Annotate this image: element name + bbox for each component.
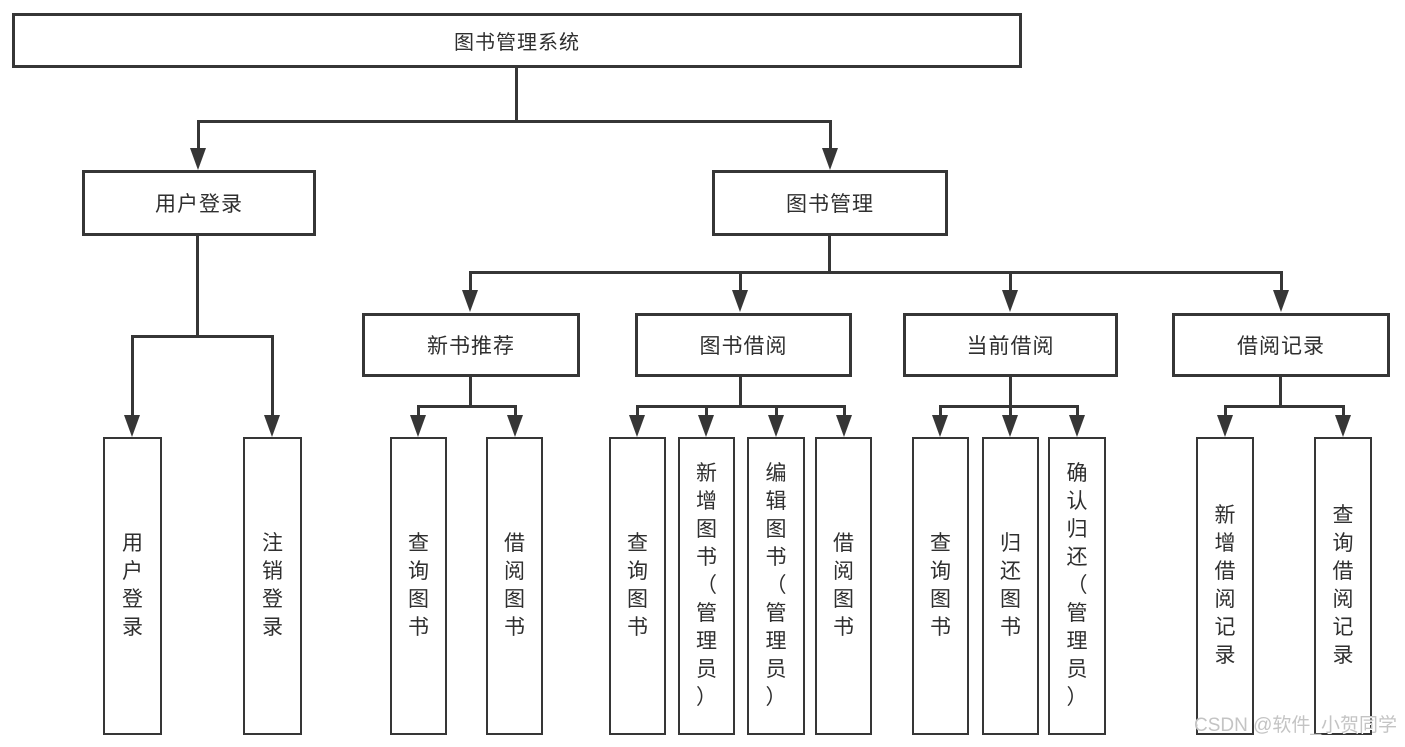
connector-drop <box>843 405 846 417</box>
connector-drop-current-borrow <box>1009 271 1012 292</box>
connector-drop-book-management <box>829 120 832 150</box>
leaf-borrow-books-recommend-label: 借阅图书 <box>504 532 525 639</box>
node-current-borrow: 当前借阅 <box>903 313 1118 377</box>
leaf-query-books-current-label: 查询图书 <box>930 532 951 639</box>
connector-drop <box>1076 405 1079 417</box>
leaf-return-books-label: 归还图书 <box>1000 532 1021 639</box>
node-borrow-records: 借阅记录 <box>1172 313 1390 377</box>
arrow-down-icon <box>124 415 140 437</box>
arrow-down-icon <box>629 415 645 437</box>
leaf-add-book-admin: 新增图书（管理员） <box>678 437 735 735</box>
arrow-down-icon <box>932 415 948 437</box>
arrow-down-icon <box>1217 415 1233 437</box>
node-book-borrow: 图书借阅 <box>635 313 852 377</box>
connector-borrow-records-stem <box>1279 377 1282 408</box>
connector-drop <box>1009 405 1012 417</box>
connector-drop <box>417 405 420 417</box>
leaf-logout-label: 注销登录 <box>262 532 283 639</box>
connector-drop <box>636 405 639 417</box>
leaf-add-borrow-record-label: 新增借阅记录 <box>1214 504 1236 667</box>
arrow-down-icon <box>1002 290 1018 312</box>
arrow-down-icon <box>1335 415 1351 437</box>
connector-current-borrow-stem <box>1009 377 1012 408</box>
arrow-down-icon <box>264 415 280 437</box>
connector-drop-leaf-user-login <box>131 335 134 417</box>
leaf-user-login: 用户登录 <box>103 437 162 735</box>
connector-book-borrow-stem <box>739 377 742 408</box>
leaf-query-books-current: 查询图书 <box>912 437 969 735</box>
connector-drop-user-login <box>197 120 200 150</box>
connector-drop-new-book <box>469 271 472 292</box>
node-book-management: 图书管理 <box>712 170 948 236</box>
arrow-down-icon <box>462 290 478 312</box>
leaf-borrow-books-label: 借阅图书 <box>833 532 854 639</box>
arrow-down-icon <box>190 148 206 170</box>
connector-drop <box>775 405 778 417</box>
leaf-confirm-return-admin-label: 确认归还（管理员） <box>1066 462 1088 709</box>
connector-drop <box>939 405 942 417</box>
arrow-down-icon <box>1273 290 1289 312</box>
node-book-management-label: 图书管理 <box>786 193 874 216</box>
connector-book-management-bar <box>469 271 1283 274</box>
node-borrow-records-label: 借阅记录 <box>1237 335 1325 358</box>
leaf-user-login-label: 用户登录 <box>122 532 143 639</box>
leaf-borrow-books: 借阅图书 <box>815 437 872 735</box>
leaf-logout: 注销登录 <box>243 437 302 735</box>
connector-drop <box>1224 405 1227 417</box>
arrow-down-icon <box>1069 415 1085 437</box>
connector-new-book-bar <box>417 405 517 408</box>
connector-root-stem <box>515 68 518 122</box>
node-new-book-recommend-label: 新书推荐 <box>427 335 515 358</box>
arrow-down-icon <box>507 415 523 437</box>
node-book-borrow-label: 图书借阅 <box>699 335 788 358</box>
connector-new-book-stem <box>469 377 472 408</box>
arrow-down-icon <box>732 290 748 312</box>
node-library-system: 图书管理系统 <box>12 13 1022 68</box>
arrow-down-icon <box>822 148 838 170</box>
node-library-system-label: 图书管理系统 <box>454 32 580 54</box>
leaf-query-borrow-record-label: 查询借阅记录 <box>1332 504 1354 667</box>
connector-user-login-bar <box>131 335 274 338</box>
connector-book-management-stem <box>828 236 831 274</box>
arrow-down-icon <box>768 415 784 437</box>
connector-drop-borrow-records <box>1280 271 1283 292</box>
leaf-query-books-recommend-label: 查询图书 <box>408 532 429 639</box>
leaf-edit-book-admin: 编辑图书（管理员） <box>747 437 805 735</box>
node-current-borrow-label: 当前借阅 <box>966 335 1055 358</box>
arrow-down-icon <box>836 415 852 437</box>
connector-book-borrow-bar <box>636 405 846 408</box>
connector-user-login-stem <box>196 236 199 338</box>
leaf-query-books-borrow: 查询图书 <box>609 437 666 735</box>
leaf-add-borrow-record: 新增借阅记录 <box>1196 437 1254 735</box>
arrow-down-icon <box>1002 415 1018 437</box>
leaf-confirm-return-admin: 确认归还（管理员） <box>1048 437 1106 735</box>
node-user-login-label: 用户登录 <box>155 193 243 216</box>
connector-drop <box>1342 405 1345 417</box>
connector-root-bar <box>197 120 832 123</box>
connector-drop <box>705 405 708 417</box>
connector-drop-book-borrow <box>739 271 742 292</box>
leaf-query-books-borrow-label: 查询图书 <box>627 532 648 639</box>
connector-drop <box>514 405 517 417</box>
leaf-add-book-admin-label: 新增图书（管理员） <box>696 462 717 709</box>
watermark: CSDN @软件_小贺同学 <box>1194 715 1397 736</box>
leaf-return-books: 归还图书 <box>982 437 1039 735</box>
arrow-down-icon <box>698 415 714 437</box>
arrow-down-icon <box>410 415 426 437</box>
node-new-book-recommend: 新书推荐 <box>362 313 580 377</box>
node-user-login: 用户登录 <box>82 170 316 236</box>
leaf-query-books-recommend: 查询图书 <box>390 437 447 735</box>
leaf-edit-book-admin-label: 编辑图书（管理员） <box>765 462 787 709</box>
leaf-borrow-books-recommend: 借阅图书 <box>486 437 543 735</box>
connector-drop-leaf-logout <box>271 335 274 417</box>
leaf-query-borrow-record: 查询借阅记录 <box>1314 437 1372 735</box>
connector-borrow-records-bar <box>1224 405 1345 408</box>
